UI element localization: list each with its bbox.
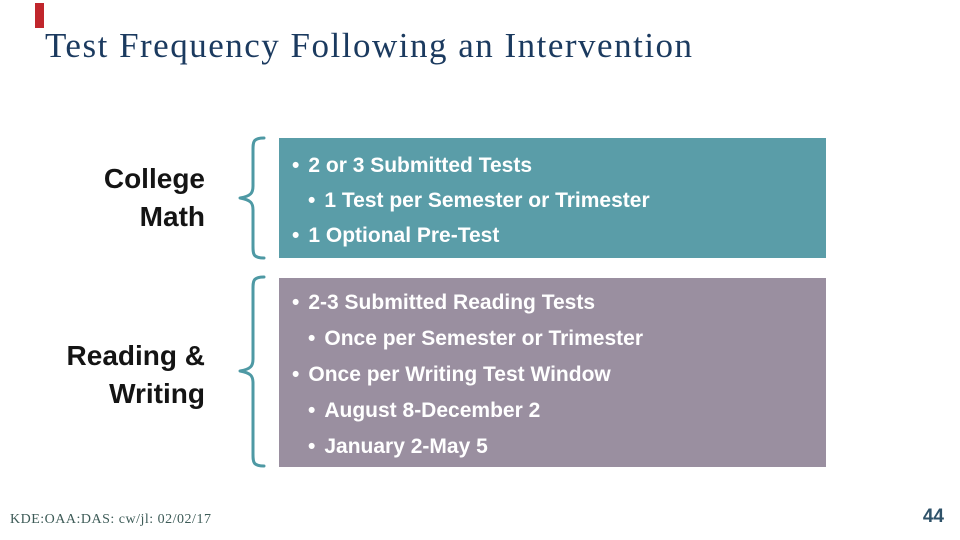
curly-brace-icon [238, 136, 266, 260]
bullet-text: January 2-May 5 [324, 435, 488, 458]
page-number: 44 [922, 506, 944, 527]
reading-writing-box: • 2-3 Submitted Reading Tests • Once per S… [279, 278, 826, 467]
bullet-text: 2-3 Submitted Reading Tests [308, 291, 596, 314]
bullet-text: 1 Test per Semester or Trimester [324, 189, 650, 212]
label-line: Writing [109, 378, 205, 409]
bullet-text: 1 Optional Pre-Test [308, 224, 500, 247]
label-line: College [103, 163, 205, 194]
label-line: Reading & [66, 340, 205, 371]
bullet-line: • 2 or 3 Submitted Tests [292, 148, 826, 183]
bullet-line: • Once per Writing Test Window [292, 357, 826, 393]
bullet-icon: • [308, 327, 316, 350]
bullet-line: • Once per Semester or Trimester [308, 321, 826, 357]
bullet-line: • January 2-May 5 [308, 429, 826, 465]
bullet-text: Once per Semester or Trimester [324, 327, 644, 350]
bullet-icon: • [292, 363, 300, 386]
bullet-line: • 2-3 Submitted Reading Tests [292, 285, 826, 321]
section-label-college-math: College Math [0, 160, 205, 236]
slide-title: Test Frequency Following an Intervention [45, 26, 694, 65]
bullet-icon: • [292, 291, 300, 314]
bullet-icon: • [308, 435, 316, 458]
bullet-text: 2 or 3 Submitted Tests [308, 154, 533, 177]
bullet-icon: • [292, 154, 300, 177]
label-line: Math [139, 201, 205, 232]
bullet-text: August 8-December 2 [324, 399, 541, 422]
bullet-text: Once per Writing Test Window [308, 363, 611, 386]
bullet-line: • August 8-December 2 [308, 393, 826, 429]
red-accent-tab [35, 3, 44, 28]
bullet-line: • 1 Test per Semester or Trimester [308, 183, 826, 218]
bullet-icon: • [308, 399, 316, 422]
bullet-line: • 1 Optional Pre-Test [292, 218, 826, 253]
section-label-reading-writing: Reading & Writing [0, 337, 205, 413]
curly-brace-icon [238, 275, 266, 468]
bullet-icon: • [292, 224, 300, 247]
bullet-icon: • [308, 189, 316, 212]
footer-text: KDE:OAA:DAS: cw/jl: 02/02/17 [10, 512, 212, 527]
college-math-box: • 2 or 3 Submitted Tests • 1 Test per Seme… [279, 138, 826, 258]
